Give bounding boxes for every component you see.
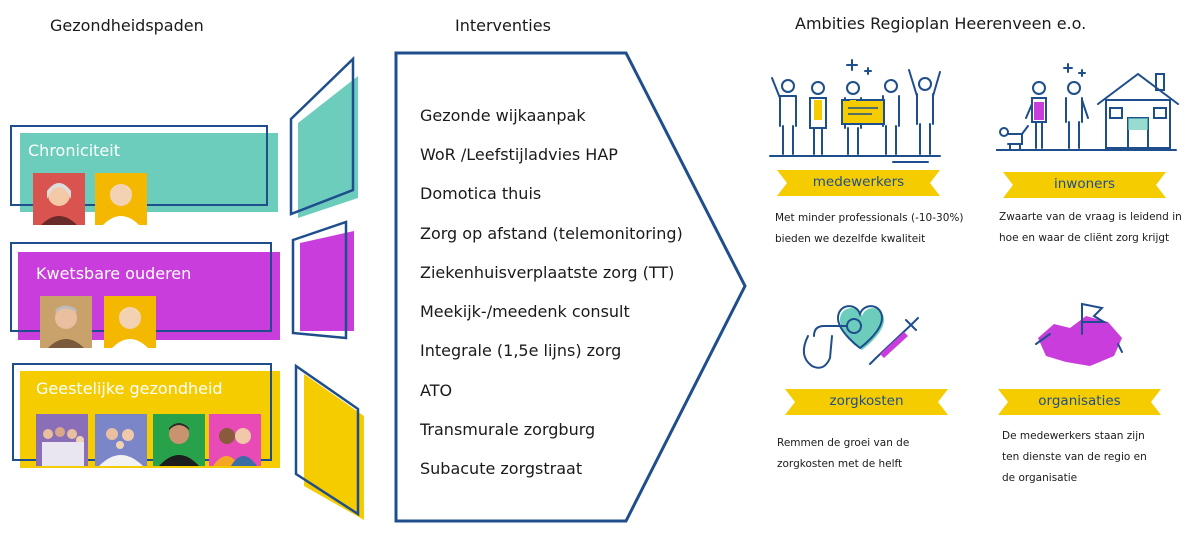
- region-map-flag-icon: [1035, 302, 1123, 366]
- ambition-description-line: Zwaarte van de vraag is leidend in: [999, 211, 1182, 223]
- intervention-item: WoR /Leefstijladvies HAP: [420, 145, 618, 164]
- pathway-label: Kwetsbare ouderen: [36, 264, 192, 283]
- ribbon-banner: medewerkers: [777, 170, 940, 196]
- portrait-photo: [95, 173, 147, 225]
- intervention-item: ATO: [420, 381, 453, 400]
- ambition-description-line: ten dienste van de regio en: [1002, 451, 1147, 463]
- ambition-description-line: Remmen de groei van de: [777, 437, 910, 449]
- intervention-item: Zorg op afstand (telemonitoring): [420, 224, 683, 243]
- intervention-item: Gezonde wijkaanpak: [420, 106, 586, 125]
- interventions-arrow: [394, 51, 747, 523]
- intervention-item: Integrale (1,5e lijns) zorg: [420, 341, 622, 360]
- people-celebrating-icon: [769, 59, 941, 163]
- ambition-description: Remmen de groei van de zorgkosten met de…: [777, 433, 909, 475]
- stethoscope-heart-syringe-icon: [802, 305, 919, 369]
- intervention-item: Transmurale zorgburg: [420, 420, 596, 439]
- intervention-item: Domotica thuis: [420, 184, 542, 203]
- pathway-label: Geestelijke gezondheid: [36, 379, 223, 398]
- portrait-photo: [153, 414, 205, 466]
- ambition-description: Zwaarte van de vraag is leidend in hoe e…: [999, 207, 1182, 249]
- ribbon-banner: inwoners: [1003, 172, 1166, 198]
- pathways-title: Gezondheidspaden: [50, 16, 204, 35]
- portrait-photo: [33, 173, 85, 225]
- ribbon-banner: organisaties: [998, 389, 1161, 415]
- ambition-description-line: de organisatie: [1002, 472, 1078, 484]
- ambition-description-line: De medewerkers staan zijn: [1002, 430, 1145, 442]
- funnel-connector-magenta-outline: [291, 220, 348, 340]
- intervention-item: Subacute zorgstraat: [420, 459, 583, 478]
- funnel-connector-magenta: [300, 231, 354, 331]
- intervention-item: Ziekenhuisverplaatste zorg (TT): [420, 263, 675, 282]
- funnel-connectors: [289, 56, 364, 520]
- ambition-label: inwoners: [1053, 176, 1116, 192]
- house-with-people-icon: [996, 63, 1179, 151]
- ambition-description-line: zorgkosten met de helft: [777, 458, 903, 470]
- ribbon-banner: zorgkosten: [785, 389, 948, 415]
- portrait-photo: [40, 296, 92, 348]
- pathway-label: Chroniciteit: [28, 141, 120, 160]
- family-photo: [95, 414, 147, 466]
- portrait-photo: [104, 296, 156, 348]
- ambition-description-line: bieden we dezelfde kwaliteit: [775, 233, 926, 245]
- portrait-photo: [209, 414, 261, 466]
- ambition-description: Met minder professionals (-10-30%) biede…: [775, 208, 963, 250]
- funnel-connector-teal-outline: [289, 56, 355, 216]
- ambition-description-line: Met minder professionals (-10-30%): [775, 212, 964, 224]
- ambition-description: De medewerkers staan zijn ten dienste va…: [1002, 426, 1147, 489]
- interventions-title: Interventies: [455, 16, 551, 35]
- ambition-label: medewerkers: [812, 174, 905, 190]
- ambition-label: organisaties: [1038, 393, 1121, 409]
- funnel-connector-yellow-outline: [294, 363, 360, 517]
- ambition-label: zorgkosten: [829, 393, 904, 409]
- ambitions-title: Ambities Regioplan Heerenveen e.o.: [795, 14, 1087, 33]
- family-photo: [36, 414, 88, 466]
- intervention-item: Meekijk-/meedenk consult: [420, 302, 630, 321]
- ambition-description-line: hoe en waar de cliënt zorg krijgt: [999, 232, 1170, 244]
- funnel-connector-teal: [298, 76, 358, 218]
- funnel-connector-yellow: [304, 374, 364, 520]
